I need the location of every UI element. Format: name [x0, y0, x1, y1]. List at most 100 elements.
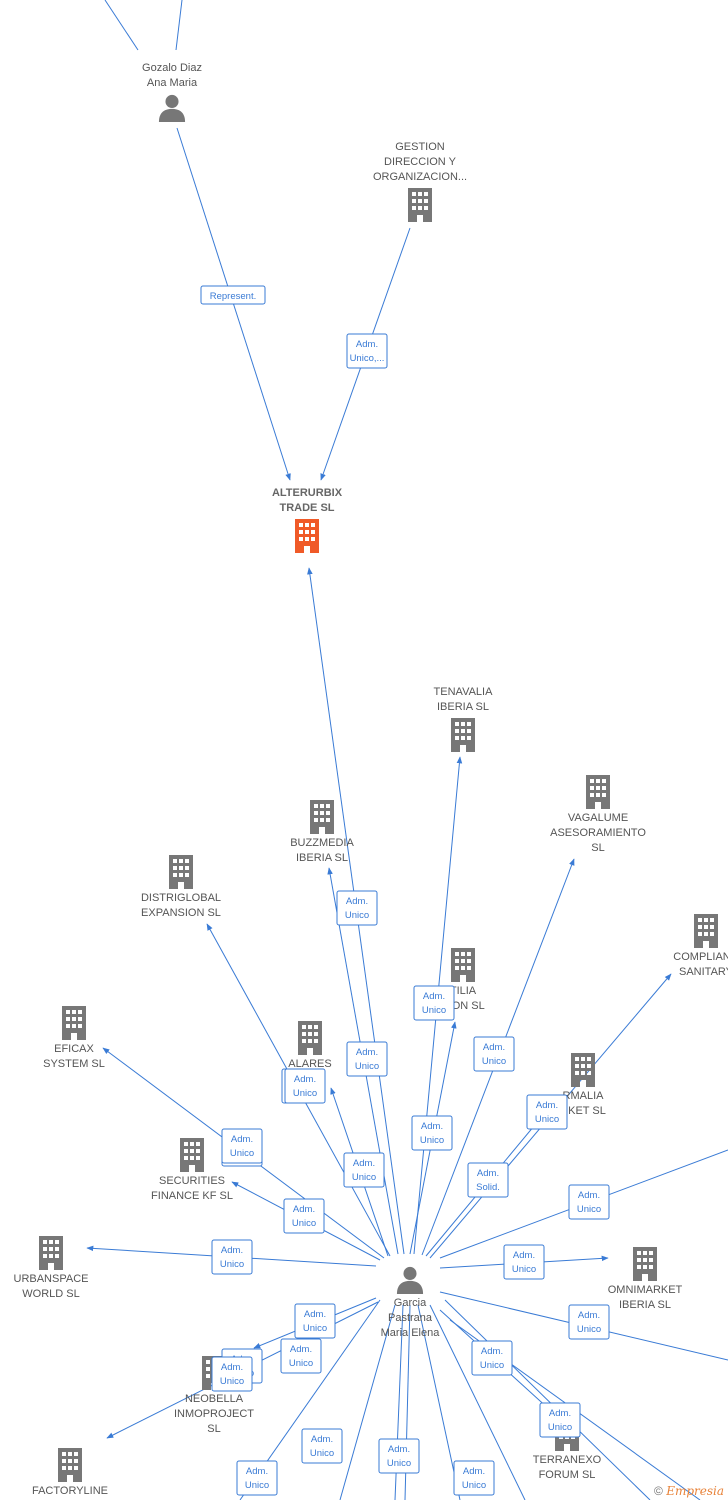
node-complianc[interactable]: COMPLIANCSANITARY — [673, 914, 728, 978]
edge-label[interactable]: Adm.Unico — [568, 1304, 610, 1340]
edge-label-text: Unico — [310, 1448, 334, 1459]
edge-label-text: Unico — [345, 910, 369, 921]
person-icon[interactable] — [396, 1266, 424, 1294]
building-icon[interactable] — [694, 914, 718, 948]
edge-label-box[interactable] — [411, 1115, 453, 1151]
edge-label-box[interactable] — [211, 1239, 253, 1275]
node-label-line: SL — [207, 1423, 220, 1435]
edge-label-box[interactable] — [283, 1198, 325, 1234]
edge-label-box[interactable] — [473, 1036, 515, 1072]
edge-label-box[interactable] — [471, 1340, 513, 1376]
brand-name[interactable]: Empresia — [666, 1484, 724, 1498]
edge-label[interactable]: Adm.Unico — [471, 1340, 513, 1376]
edge-label[interactable]: Adm.Unico — [294, 1303, 336, 1339]
node-label-line: DISTRIGLOBAL — [141, 892, 221, 904]
edge-label[interactable]: Adm.Unico — [211, 1356, 253, 1392]
edge-label[interactable]: Adm.Unico,... — [346, 333, 388, 369]
edge-label-box[interactable] — [280, 1338, 322, 1374]
edge-label-text: Adm. — [346, 896, 368, 907]
person-icon[interactable] — [158, 94, 186, 122]
edge-label-box[interactable] — [211, 1356, 253, 1392]
edge-label[interactable]: Adm.Unico — [280, 1338, 322, 1374]
copyright-icon: © — [654, 1484, 663, 1498]
building-icon[interactable] — [180, 1138, 204, 1172]
edge-label-box[interactable] — [294, 1303, 336, 1339]
edge-label[interactable]: Adm.Unico — [283, 1198, 325, 1234]
node-label-line: Maria Elena — [381, 1327, 441, 1339]
edge-label-box[interactable] — [467, 1162, 509, 1198]
edge-label-box[interactable] — [568, 1184, 610, 1220]
edge-label-box[interactable] — [413, 985, 455, 1021]
building-icon[interactable] — [451, 718, 475, 752]
edge-label-text: Unico,... — [350, 353, 385, 364]
node-label-line: IBERIA SL — [619, 1299, 671, 1311]
edge-label[interactable]: Adm.Unico — [539, 1402, 581, 1438]
edge-label-box[interactable] — [539, 1402, 581, 1438]
edge-label-text: Unico — [355, 1061, 379, 1072]
building-icon[interactable] — [586, 775, 610, 809]
edge-label-box[interactable] — [221, 1128, 263, 1164]
edge-label[interactable]: Represent. — [200, 285, 266, 305]
building-icon[interactable] — [62, 1006, 86, 1040]
edge-label-box[interactable] — [200, 285, 266, 305]
node-label-line: TENAVALIA — [434, 686, 494, 698]
building-icon[interactable] — [451, 948, 475, 982]
edge-label[interactable]: Adm.Solid. — [467, 1162, 509, 1198]
edge-label[interactable]: Adm.Unico — [411, 1115, 453, 1151]
edge-label[interactable]: Adm.Unico — [221, 1128, 263, 1164]
edge-label-box[interactable] — [343, 1152, 385, 1188]
edge-label[interactable]: Adm.Unico — [473, 1036, 515, 1072]
edge-label[interactable]: Adm.Unico — [503, 1244, 545, 1280]
edge-label[interactable]: Adm.Unico — [284, 1068, 326, 1104]
edge-label-box[interactable] — [526, 1094, 568, 1130]
building-icon[interactable] — [633, 1247, 657, 1281]
edge-label-box[interactable] — [503, 1244, 545, 1280]
edge-label-box[interactable] — [301, 1428, 343, 1464]
building-icon[interactable] — [39, 1236, 63, 1270]
edge-label-box[interactable] — [378, 1438, 420, 1474]
edge-label-box[interactable] — [568, 1304, 610, 1340]
building-icon[interactable] — [58, 1448, 82, 1482]
building-icon[interactable] — [571, 1053, 595, 1087]
edge-label[interactable]: Adm.Unico — [413, 985, 455, 1021]
building-icon[interactable] — [310, 800, 334, 834]
building-icon[interactable] — [295, 519, 319, 553]
edge-label[interactable]: Adm.Unico — [346, 1041, 388, 1077]
edge-label[interactable]: Adm.Unico — [343, 1152, 385, 1188]
node-label-line: EFICAX — [54, 1043, 94, 1055]
building-icon[interactable] — [408, 188, 432, 222]
building-icon[interactable] — [169, 855, 193, 889]
edge-label-box[interactable] — [236, 1460, 278, 1496]
edge-label[interactable]: Adm.Unico — [378, 1438, 420, 1474]
edge-label[interactable]: Adm.Unico — [211, 1239, 253, 1275]
edge-label[interactable]: Adm.Unico — [526, 1094, 568, 1130]
edge-label-box[interactable] — [453, 1460, 495, 1496]
edge-label[interactable]: Adm.Unico — [453, 1460, 495, 1496]
edge-label-box[interactable] — [346, 1041, 388, 1077]
edge-label[interactable]: Adm.Unico — [301, 1428, 343, 1464]
edge-label[interactable]: Adm.Unico — [568, 1184, 610, 1220]
edge-label-box[interactable] — [284, 1068, 326, 1104]
edge-label[interactable]: Adm.Unico — [236, 1460, 278, 1496]
edge-labels-layer: Represent.Adm.Unico,...Adm.UnicoAdm.Unic… — [200, 285, 610, 1496]
building-icon[interactable] — [298, 1021, 322, 1055]
edge-label-box[interactable] — [336, 890, 378, 926]
edge-label[interactable]: Adm. Unico — [336, 890, 378, 926]
edge-label-box[interactable] — [346, 333, 388, 369]
node-factoryline[interactable]: FACTORYLINE — [32, 1448, 108, 1497]
